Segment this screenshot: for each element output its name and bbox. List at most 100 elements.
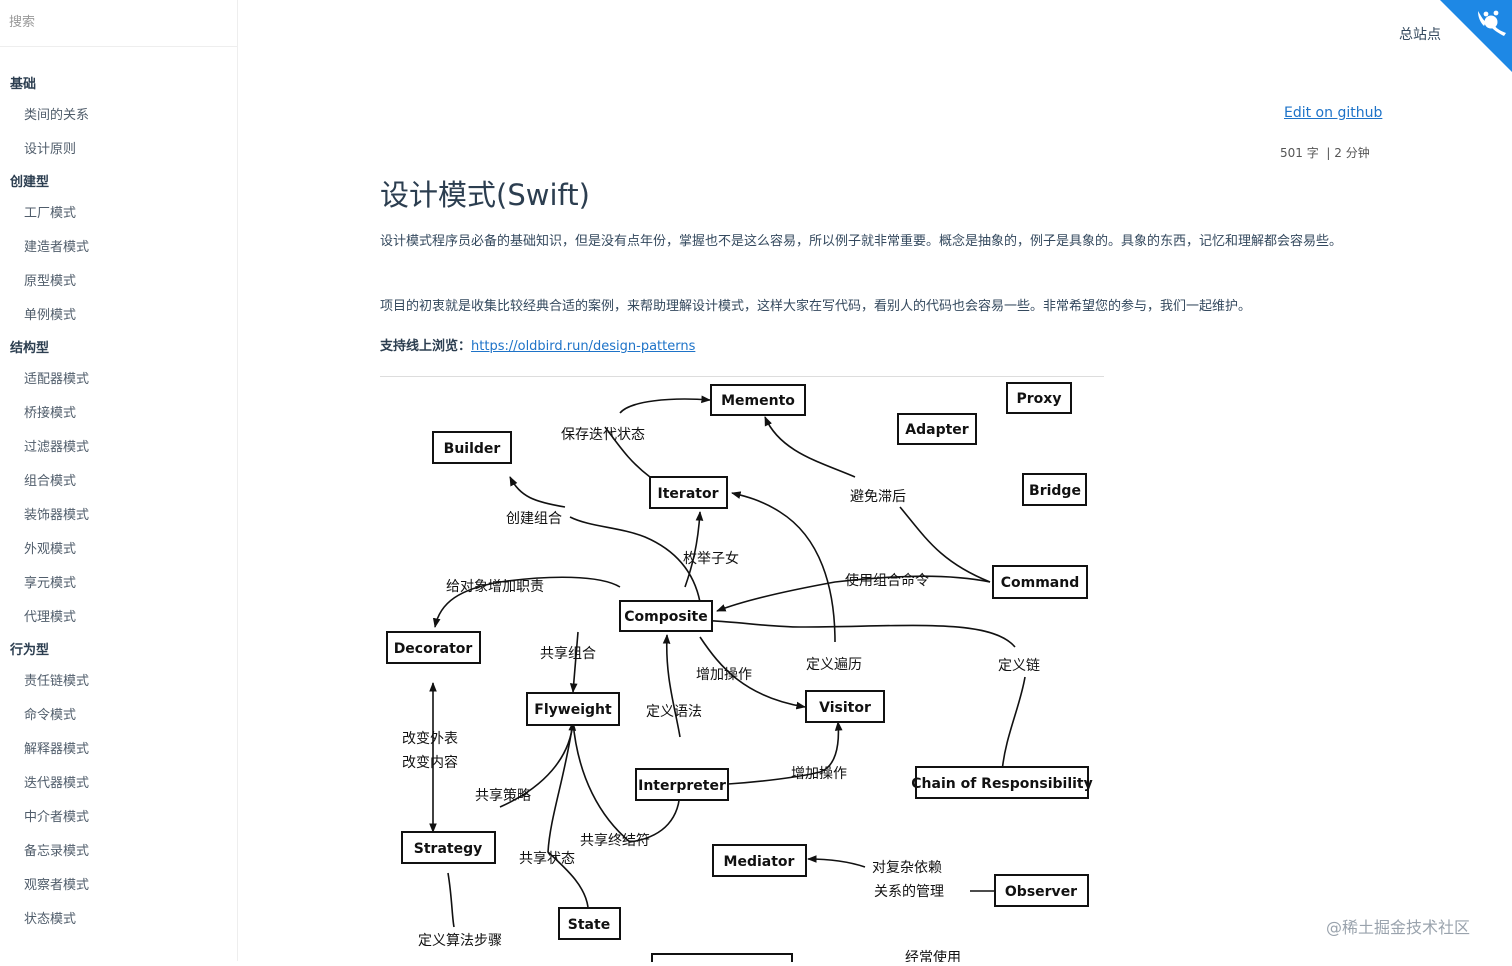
sidebar-item-command[interactable]: 命令模式 — [24, 708, 77, 723]
intro-paragraph: 设计模式程序员必备的基础知识，但是没有点年份，掌握也不是这么容易，所以例子就非常… — [380, 234, 1343, 249]
svg-text:Memento: Memento — [721, 393, 795, 409]
edge-flyweight-state — [547, 721, 589, 908]
svg-text:Strategy: Strategy — [414, 841, 482, 857]
node-strategy: Strategy — [401, 831, 496, 864]
label-create-composite: 创建组合 — [506, 511, 562, 527]
sidebar-item-prototype[interactable]: 原型模式 — [24, 274, 77, 289]
svg-text:Bridge: Bridge — [1029, 483, 1081, 499]
label-define-grammar: 定义语法 — [646, 704, 702, 720]
search-bar — [0, 0, 237, 47]
label-often-used: 经常使用 — [905, 949, 961, 962]
sidebar-item-bridge[interactable]: 桥接模式 — [24, 406, 77, 421]
sidebar-item-factory[interactable]: 工厂模式 — [24, 206, 77, 221]
label-enumerate-children: 枚举子女 — [683, 550, 739, 567]
sidebar-group-structural: 结构型 适配器模式 桥接模式 过滤器模式 组合模式 装饰器模式 外观模式 享元模… — [0, 335, 237, 635]
svg-text:Proxy: Proxy — [1017, 391, 1062, 407]
sidebar-group-basics: 基础 类间的关系 设计原则 — [0, 71, 237, 167]
edge-avoidlag-memento — [764, 416, 856, 478]
sidebar-group-title: 基础 — [10, 77, 37, 92]
sidebar-item-composite[interactable]: 组合模式 — [24, 474, 77, 489]
node-adapter: Adapter — [897, 413, 977, 445]
pattern-relationship-diagram: Memento Proxy Adapter Builder Iterator B… — [380, 376, 1104, 966]
word-count: 501 字 — [1280, 146, 1319, 160]
edge-depmgmt-mediator — [807, 855, 866, 868]
sidebar-item-state[interactable]: 状态模式 — [24, 912, 77, 927]
online-browse-link[interactable]: https://oldbird.run/design-patterns — [471, 339, 696, 354]
svg-text:Composite: Composite — [624, 609, 707, 625]
edge-iterator-save — [604, 426, 651, 478]
label-complex-dep-2: 关系的管理 — [874, 884, 944, 900]
node-composite: Composite — [619, 600, 713, 632]
edge-chain-composite — [679, 616, 1016, 648]
label-change-skin: 改变外表 — [402, 731, 458, 747]
online-browse-line: 支持线上浏览：https://oldbird.run/design-patter… — [380, 337, 695, 357]
svg-text:Decorator: Decorator — [394, 641, 473, 657]
edge-save-memento — [619, 395, 711, 414]
sidebar-item-interpreter[interactable]: 解释器模式 — [24, 742, 90, 757]
edge-flyweight-terminal — [572, 721, 681, 843]
node-mediator: Mediator — [712, 844, 807, 877]
sidebar-item-iterator[interactable]: 迭代器模式 — [24, 776, 90, 791]
online-browse-label: 支持线上浏览： — [380, 339, 472, 354]
label-add-operation: 增加操作 — [696, 667, 752, 683]
site-home-link[interactable]: 总站点 — [1399, 27, 1441, 43]
node-flyweight: Flyweight — [526, 692, 620, 726]
juejin-watermark: @稀土掘金技术社区 — [1326, 918, 1471, 937]
edit-on-github-link[interactable]: Edit on github — [1284, 105, 1383, 121]
svg-text:Observer: Observer — [1005, 884, 1077, 900]
sidebar-group-title: 行为型 — [10, 643, 50, 658]
label-avoid-lag: 避免滞后 — [850, 489, 906, 505]
label-use-composite-cmd: 使用组合命令 — [845, 572, 929, 589]
svg-text:Interpreter: Interpreter — [638, 778, 726, 794]
node-state: State — [558, 907, 621, 940]
svg-text:Command: Command — [1001, 575, 1080, 591]
sidebar-item-decorator[interactable]: 装饰器模式 — [24, 508, 90, 523]
node-chain-of-responsibility: Chain of Responsibility — [911, 766, 1093, 799]
svg-text:Adapter: Adapter — [905, 422, 969, 438]
sidebar-item-builder[interactable]: 建造者模式 — [24, 240, 90, 255]
svg-text:Iterator: Iterator — [658, 486, 719, 502]
node-visitor: Visitor — [805, 690, 885, 723]
page-title: 设计模式(Swift) — [380, 178, 590, 212]
sidebar-item-mediator[interactable]: 中介者模式 — [24, 810, 90, 825]
node-proxy: Proxy — [1006, 382, 1072, 414]
edge-avoidlag-command — [899, 506, 991, 583]
sidebar-item-adapter[interactable]: 适配器模式 — [24, 372, 90, 387]
edge-interpreter-visitor — [727, 721, 843, 785]
node-bridge: Bridge — [1022, 473, 1087, 506]
sidebar-item-memento[interactable]: 备忘录模式 — [24, 844, 90, 859]
sidebar-group-behavioral: 行为型 责任链模式 命令模式 解释器模式 迭代器模式 中介者模式 备忘录模式 观… — [0, 637, 237, 937]
sidebar-item-flyweight[interactable]: 享元模式 — [24, 576, 77, 591]
sidebar-item-class-relations[interactable]: 类间的关系 — [24, 108, 90, 123]
node-decorator: Decorator — [386, 631, 481, 664]
meta-separator: | — [1326, 146, 1331, 160]
svg-text:Chain of Responsibility: Chain of Responsibility — [911, 776, 1093, 792]
node-builder: Builder — [432, 431, 512, 464]
sidebar-item-filter[interactable]: 过滤器模式 — [24, 440, 90, 455]
search-input[interactable] — [0, 6, 220, 38]
purpose-paragraph: 项目的初衷就是收集比较经典合适的案例，来帮助理解设计模式，这样大家在写代码，看别… — [380, 299, 1252, 314]
label-define-algo-steps: 定义算法步骤 — [418, 933, 502, 949]
sidebar-item-observer[interactable]: 观察者模式 — [24, 878, 90, 893]
edge-visitor-iterator — [731, 491, 836, 643]
pattern-diagram-svg: Memento Proxy Adapter Builder Iterator B… — [386, 382, 1093, 966]
sidebar-item-facade[interactable]: 外观模式 — [24, 542, 77, 557]
sidebar: 基础 类间的关系 设计原则 创建型 工厂模式 建造者模式 原型模式 单例模式 结… — [0, 0, 238, 961]
edge-strategy-algo — [447, 872, 455, 928]
label-define-traversal: 定义遍历 — [806, 657, 862, 673]
svg-text:Builder: Builder — [444, 441, 501, 457]
label-add-duty: 给对象增加职责 — [446, 579, 544, 595]
sidebar-item-chain[interactable]: 责任链模式 — [24, 674, 90, 689]
edge-create-builder — [509, 476, 566, 508]
reading-meta: 501 字 | 2 分钟 — [1280, 144, 1370, 161]
node-command: Command — [992, 565, 1088, 599]
node-memento: Memento — [710, 384, 806, 416]
github-octocat-icon — [1440, 0, 1512, 72]
sidebar-item-proxy[interactable]: 代理模式 — [24, 610, 77, 625]
sidebar-item-design-principles[interactable]: 设计原则 — [24, 142, 77, 157]
github-corner[interactable] — [1440, 0, 1512, 72]
diagram-edges — [429, 395, 1026, 928]
sidebar-item-singleton[interactable]: 单例模式 — [24, 308, 77, 323]
edge-chain-line — [1001, 676, 1026, 773]
sidebar-group-creational: 创建型 工厂模式 建造者模式 原型模式 单例模式 — [0, 169, 237, 333]
